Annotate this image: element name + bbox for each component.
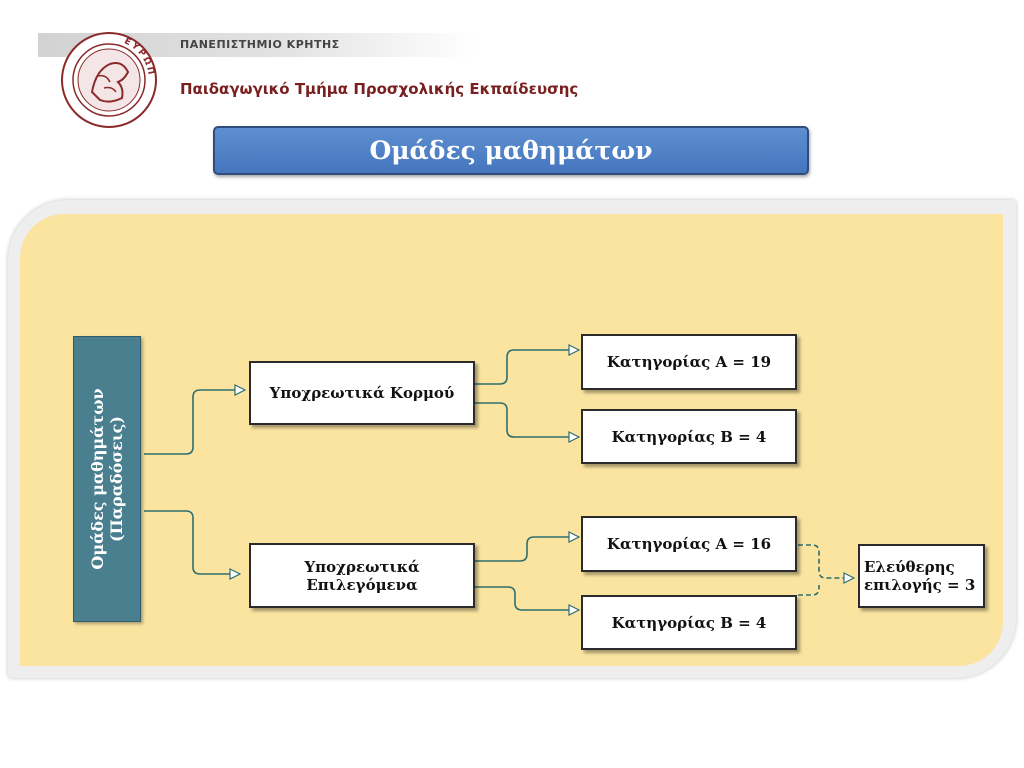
- connector-root-elective: [144, 510, 240, 574]
- core-category-b-box: Κατηγορίας Β = 4: [581, 409, 797, 464]
- root-label-line2: (Παραδόσεις): [107, 416, 126, 542]
- elective-label-line1: Υποχρεωτικά: [304, 557, 420, 576]
- elective-category-b-label: Κατηγορίας Β = 4: [611, 613, 767, 632]
- connector-root-core: [144, 390, 245, 455]
- university-name: ΠΑΝΕΠΙΣΤΗΜΙΟ ΚΡΗΤΗΣ: [180, 38, 340, 51]
- elective-category-a-box: Κατηγορίας Α = 16: [581, 516, 797, 572]
- elective-box: Υποχρεωτικά Επιλεγόμενα: [249, 543, 475, 608]
- university-seal-logo: ΕΥΡΩΠΗ: [52, 30, 157, 128]
- connector-dashed-a-free: [798, 544, 854, 578]
- core-label: Υποχρεωτικά Κορμού: [269, 384, 455, 402]
- connector-elective-b: [474, 586, 579, 610]
- core-category-a-box: Κατηγορίας Α = 19: [581, 334, 797, 390]
- diagram-panel: [20, 214, 1003, 666]
- elective-category-b-box: Κατηγορίας Β = 4: [581, 595, 797, 650]
- connector-elective-a: [474, 537, 579, 562]
- core-category-a-label: Κατηγορίας Α = 19: [606, 353, 772, 371]
- connector-dashed-b-free: [798, 585, 820, 596]
- free-choice-label-line1: Ελεύθερης: [864, 558, 955, 576]
- elective-label-line2: Επιλεγόμενα: [306, 575, 418, 594]
- connector-core-a: [474, 350, 579, 385]
- root-label-line1: Ομάδες μαθημάτων: [88, 388, 107, 570]
- root-label: Ομάδες μαθημάτων (Παραδόσεις): [88, 388, 126, 569]
- free-choice-label-line2: επιλογής = 3: [864, 576, 976, 594]
- free-choice-box: Ελεύθερης επιλογής = 3: [858, 544, 985, 608]
- root-box: Ομάδες μαθημάτων (Παραδόσεις): [73, 336, 141, 622]
- core-box: Υποχρεωτικά Κορμού: [249, 361, 475, 425]
- core-category-b-label: Κατηγορίας Β = 4: [611, 427, 767, 446]
- title-text: Ομάδες μαθημάτων: [369, 136, 653, 165]
- title-banner: Ομάδες μαθημάτων: [213, 126, 809, 175]
- department-name: Παιδαγωγικό Τμήμα Προσχολικής Εκπαίδευση…: [180, 80, 579, 98]
- connector-core-b: [474, 402, 579, 437]
- elective-category-a-label: Κατηγορίας Α = 16: [606, 535, 772, 553]
